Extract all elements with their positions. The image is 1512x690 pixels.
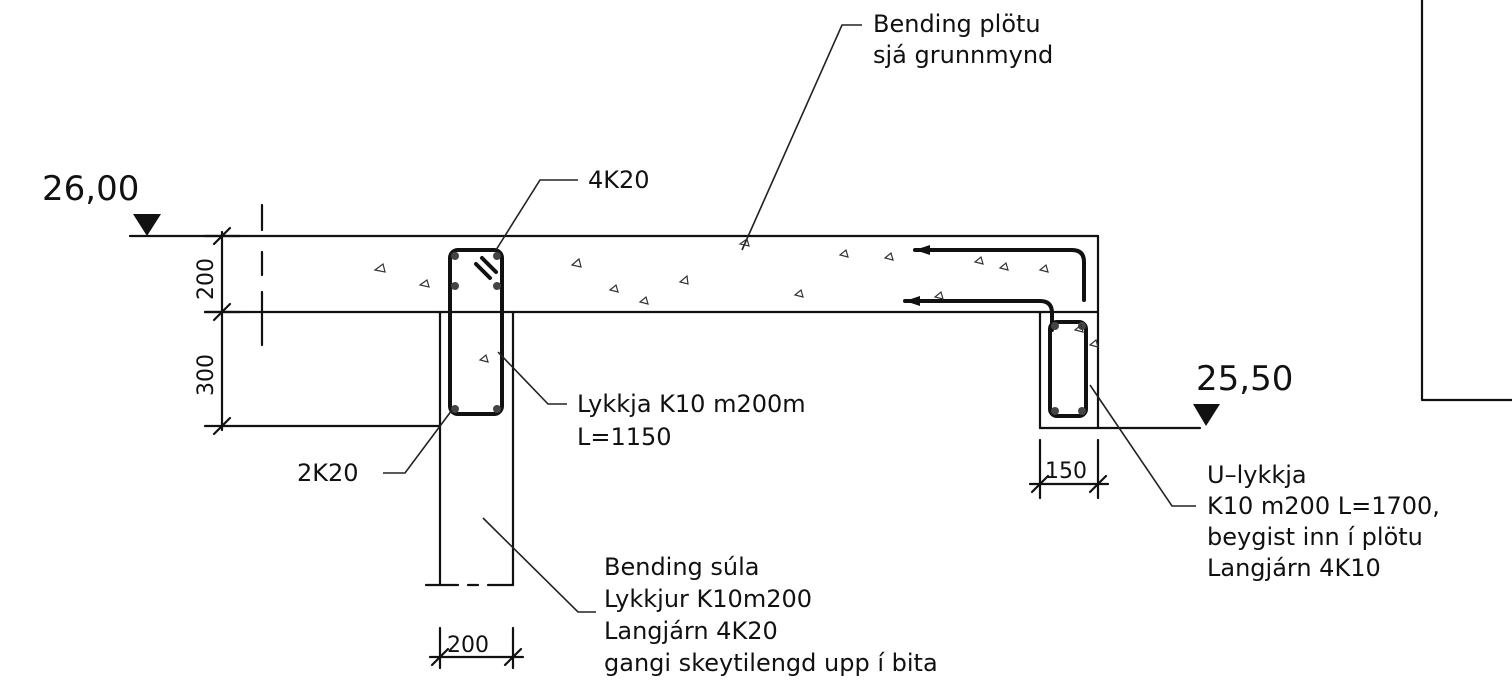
u-loop-bottom-bar [903,299,1054,332]
dim-column-width: 200 [447,633,489,658]
u-loop-top-bar [913,248,1086,302]
dim-beam-width-group: 150 [1028,438,1110,500]
label-stirrup-line1: Lykkja K10 m200m [577,390,806,418]
label-top-bars: 4K20 [588,166,650,194]
label-stirrup-line2: L=1150 [577,423,672,451]
label-slab-line1: Bending plötu [873,10,1041,38]
level-top-triangle [133,214,161,236]
label-bottom-bars: 2K20 [297,459,359,487]
label-column-line1: Bending súla [604,553,760,581]
label-column-line3: Langjárn 4K20 [604,617,778,645]
column-beam-left [424,248,515,587]
label-column-line2: Lykkjur K10m200 [604,585,812,613]
level-bottom-text: 25,50 [1196,359,1293,399]
vertical-dimensions: 200 300 [194,226,442,436]
level-top-text: 26,00 [42,169,139,209]
stirrup-left [448,248,504,416]
level-marker-bottom: 25,50 [1193,359,1293,426]
slab [203,203,1100,430]
level-marker-top: 26,00 [42,169,1100,238]
beam-stirrup-right [1048,320,1088,418]
label-slab-line2: sjá grunnmynd [873,41,1053,69]
dim-beam-depth: 300 [194,354,219,396]
label-u-loop-line1: U–lykkja [1207,461,1307,489]
label-column-line4: gangi skeytilengd upp í bita [604,649,938,677]
level-bottom-triangle [1193,404,1220,426]
leaders [383,24,1196,613]
label-u-loop-line2: K10 m200 L=1700, [1207,492,1440,520]
dim-beam-width: 150 [1045,459,1087,484]
dim-column-width-group: 200 [428,626,525,670]
dim-slab-thickness: 200 [194,258,219,300]
title-block-border [1420,0,1512,402]
concrete-aggregate [373,238,1099,363]
label-u-loop-line3: beygist inn í plötu [1207,523,1423,551]
beam-right [903,245,1202,430]
label-u-loop-line4: Langjárn 4K10 [1207,554,1381,582]
